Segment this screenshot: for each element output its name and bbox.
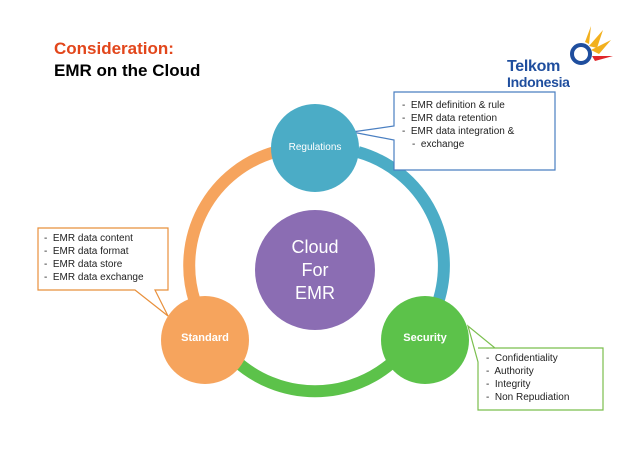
center-line-2: For (301, 260, 329, 280)
title-line-1: Consideration: (54, 39, 174, 58)
list-item: exchange (402, 138, 514, 151)
list-item: EMR data retention (402, 112, 514, 125)
telkom-sun-icon (570, 26, 613, 65)
list-item: EMR data store (44, 258, 144, 271)
telkom-logo: Telkom Indonesia (505, 24, 615, 94)
regulations-label: Regulations (288, 142, 342, 153)
logo-text-telkom: Telkom (507, 58, 561, 75)
node-regulations (271, 104, 359, 192)
list-item: EMR data exchange (44, 271, 144, 284)
list-item: Integrity (486, 378, 569, 391)
list-item: EMR definition & rule (402, 99, 514, 112)
list-item: Non Repudiation (486, 391, 570, 404)
node-security (381, 296, 469, 384)
logo-text-indonesia: Indonesia (507, 74, 570, 90)
standard-label: Standard (181, 332, 229, 344)
arc-regulations-security (356, 146, 450, 311)
title-line-2: EMR on the Cloud (54, 61, 201, 80)
node-standard (161, 296, 249, 384)
center-line-1: Cloud (291, 237, 339, 257)
center-line-3: EMR (295, 283, 335, 303)
center-label: Cloud For EMR (255, 236, 375, 305)
arc-standard-regulations (183, 146, 277, 304)
security-label: Security (403, 332, 447, 344)
slide-title: Consideration: EMR on the Cloud (54, 38, 200, 82)
list-item: EMR data format (44, 245, 144, 258)
list-item: Authority (486, 365, 569, 378)
list-item: EMR data integration & (402, 125, 514, 138)
arc-security-standard (230, 355, 400, 398)
callout-standard: EMR data content EMR data format EMR dat… (44, 232, 144, 284)
list-item: EMR data content (44, 232, 144, 245)
callout-regulations: EMR definition & rule EMR data retention… (402, 99, 514, 151)
center-circle (255, 210, 375, 330)
list-item: Confidentiality (486, 352, 569, 365)
callout-security: Confidentiality Authority Integrity Non … (486, 352, 569, 404)
